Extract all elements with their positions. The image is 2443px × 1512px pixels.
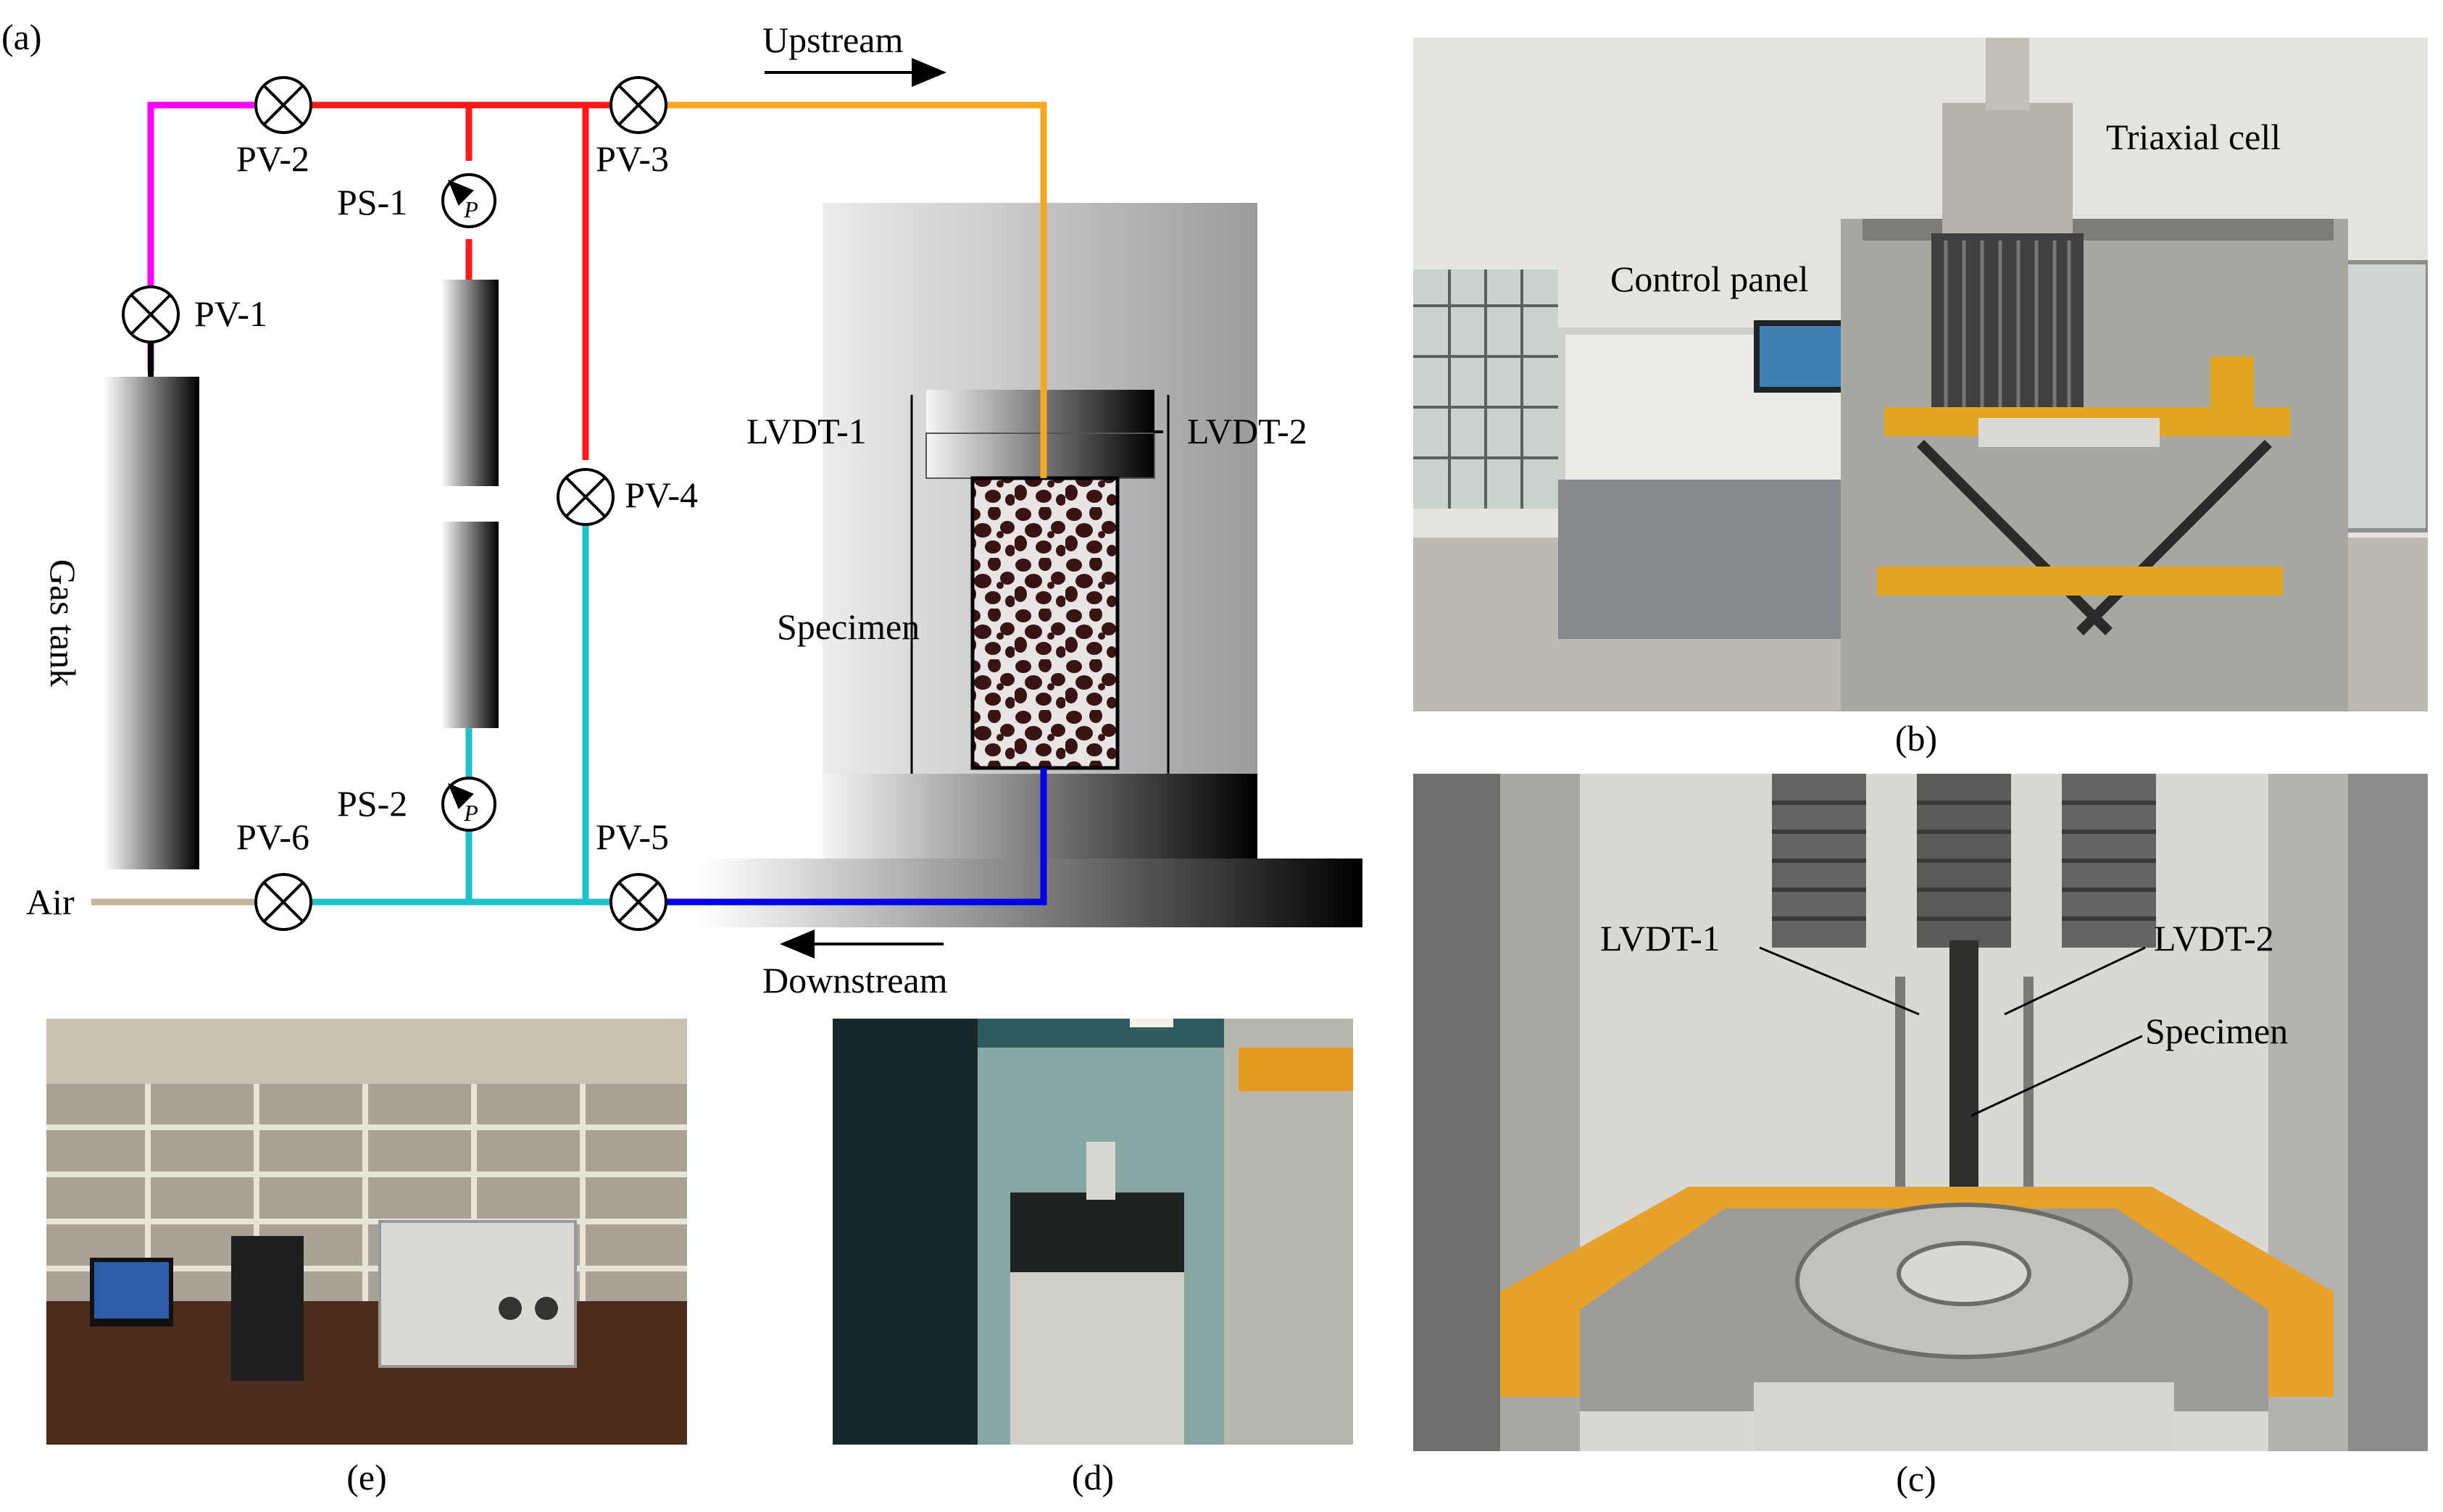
label-lvdt1-photo: LVDT-1	[1600, 918, 1720, 958]
valve-pv4-icon	[557, 468, 615, 526]
label-control-panel: Control panel	[1610, 259, 1809, 299]
svg-text:P: P	[463, 196, 478, 222]
label-pv4: PV-4	[625, 475, 698, 515]
photo-loading-frame	[833, 1019, 1353, 1445]
label-upstream: Upstream	[762, 20, 903, 60]
svg-text:P: P	[463, 800, 478, 826]
caption-b: (b)	[1894, 718, 1938, 759]
label-specimen-photo: Specimen	[2145, 1011, 2289, 1051]
valve-pv3-icon	[609, 76, 667, 134]
pipelines	[91, 101, 1047, 906]
gas-tank-label: Gas tank	[43, 559, 83, 687]
label-triaxial-cell: Triaxial cell	[2106, 117, 2281, 157]
label-pv5: PV-5	[596, 816, 669, 857]
label-downstream: Downstream	[762, 960, 948, 1001]
pressure-sensor-ps1-icon: P	[441, 173, 496, 228]
label-air: Air	[26, 882, 75, 922]
pressure-cylinder-upper	[441, 280, 499, 486]
label-lvdt2-photo: LVDT-2	[2154, 918, 2274, 958]
valve-pv6-icon	[254, 873, 312, 931]
lower-platen	[823, 774, 1257, 859]
label-pv1: PV-1	[194, 293, 267, 334]
caption-e: (e)	[346, 1457, 387, 1498]
schematic-diagram: (a) Gas tank P P	[1, 17, 1362, 1001]
valve-pv2-icon	[254, 76, 312, 134]
triaxial-cell-schematic	[703, 203, 1362, 927]
valve-pv1-icon	[122, 285, 180, 343]
label-ps1: PS-1	[337, 182, 407, 222]
leader-lines	[1759, 946, 2146, 1117]
base-plate	[703, 859, 1362, 927]
caption-c: (c)	[1896, 1458, 1936, 1499]
gas-tank	[104, 377, 199, 869]
label-pv3: PV-3	[596, 138, 669, 179]
panel-a-tag: (a)	[1, 17, 42, 57]
pressure-cylinder-lower	[441, 522, 499, 728]
caption-d: (d)	[1071, 1457, 1115, 1498]
specimen-schematic	[970, 476, 1120, 770]
photo-gas-permeameter	[46, 1019, 687, 1445]
pressure-sensor-ps2-icon: P	[441, 777, 496, 832]
label-pv6: PV-6	[236, 816, 309, 857]
label-pv2: PV-2	[236, 138, 309, 179]
photo-specimen-setup	[1413, 774, 2428, 1451]
photo-triaxial-system	[1413, 38, 2428, 711]
label-specimen: Specimen	[777, 606, 920, 647]
valve-pv5-icon	[609, 873, 667, 931]
label-lvdt1: LVDT-1	[746, 411, 867, 451]
label-ps2: PS-2	[337, 783, 407, 824]
label-lvdt2: LVDT-2	[1187, 411, 1307, 451]
